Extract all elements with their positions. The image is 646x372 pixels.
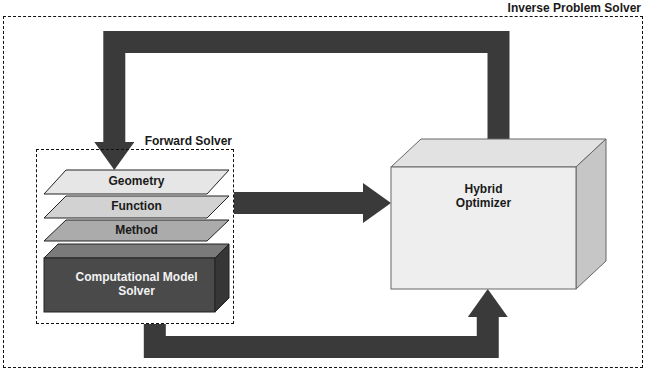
layer-plate: Geometry <box>44 170 229 194</box>
slab-top <box>44 244 229 258</box>
flow-arrow <box>155 317 488 347</box>
box-front <box>391 167 576 289</box>
layer-label: Computational Model Solver <box>62 271 212 299</box>
solver-group: Forward SolverGeometryFunctionMethodComp… <box>36 149 234 324</box>
block-label: Hybrid Optimizer <box>439 183 529 211</box>
solver-region: Inverse Problem SolverForward SolverGeom… <box>3 16 643 368</box>
layer-plate: Computational Model Solver <box>44 244 229 312</box>
layer-plane <box>44 220 229 241</box>
layer-label: Function <box>111 200 162 214</box>
group-heading: Inverse Problem Solver <box>508 2 641 17</box>
optimizer-block: Hybrid Optimizer <box>391 139 606 289</box>
layer-label: Method <box>115 224 158 238</box>
slab-front <box>44 258 215 312</box>
group-heading: Forward Solver <box>145 135 232 150</box>
box-side <box>576 139 606 289</box>
layer-plate: Method <box>44 220 229 241</box>
slab-side <box>215 244 229 312</box>
box-top <box>391 139 606 167</box>
shape-outline <box>391 139 606 289</box>
layer-plane <box>44 196 229 218</box>
layer-label: Geometry <box>108 175 164 189</box>
layer-plate: Function <box>44 196 229 218</box>
layer-plane <box>44 170 229 194</box>
flow-arrow <box>234 192 363 214</box>
flow-arrow <box>114 42 498 142</box>
